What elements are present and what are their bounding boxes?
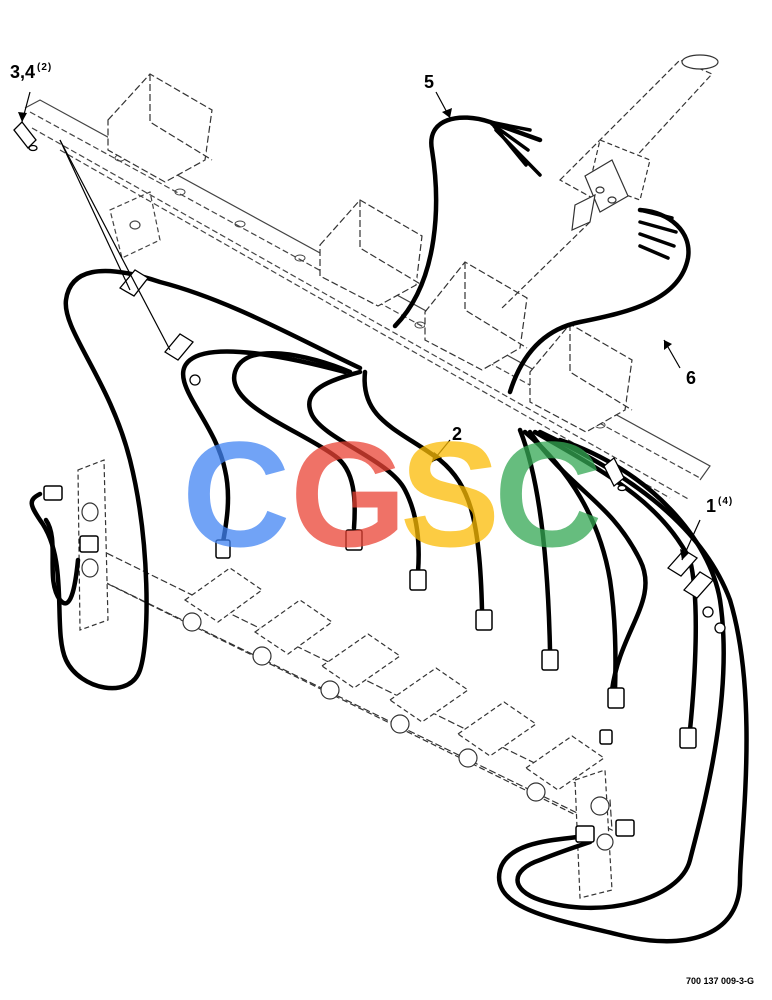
callout-number: 1 xyxy=(706,496,717,516)
mounting-brackets xyxy=(107,73,633,433)
hydraulic-manifold xyxy=(499,54,719,311)
hydraulic-hoses xyxy=(29,115,749,944)
watermark-letter-s: S xyxy=(400,418,500,568)
callout-number: 2 xyxy=(452,424,463,444)
callout-number: 3,4 xyxy=(10,62,36,82)
hose-clamps xyxy=(13,121,726,634)
cgsc-watermark-logo: C G S C xyxy=(182,418,602,568)
watermark-letter-g: G xyxy=(290,418,407,568)
watermark-letter-c2: C xyxy=(494,418,602,568)
callout-number: 5 xyxy=(424,72,435,92)
callout-quantity: (2) xyxy=(37,62,53,73)
callout-item-2: 2 xyxy=(452,424,462,445)
callout-item-5: 5 xyxy=(424,72,434,93)
cylinder-fittings xyxy=(43,485,697,843)
callout-item-1: 1(4) xyxy=(706,496,733,517)
callout-number: 6 xyxy=(686,368,697,388)
drawing-part-number: 700 137 009-3-G xyxy=(685,976,754,986)
callout-quantity: (4) xyxy=(718,496,734,507)
watermark-letter-c1: C xyxy=(182,418,290,568)
leader-arrowheads xyxy=(18,108,689,560)
lower-tube-assembly xyxy=(77,459,614,899)
callout-item-3-4: 3,4(2) xyxy=(10,62,52,83)
callout-item-6: 6 xyxy=(686,368,696,389)
